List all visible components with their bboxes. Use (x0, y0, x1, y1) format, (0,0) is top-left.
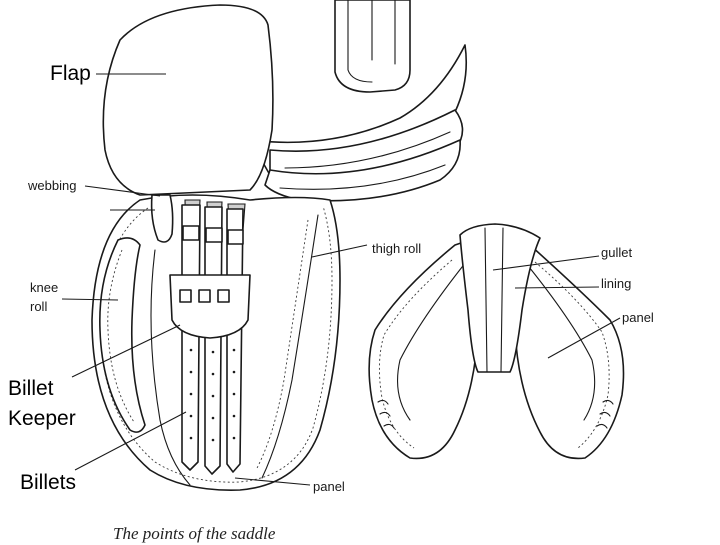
label-knee-roll-line2: roll (30, 299, 48, 314)
saddle-flap (102, 4, 274, 196)
label-flap: Flap (50, 62, 91, 85)
stirrup-leather (334, 0, 411, 93)
label-billet-keeper-line2: Keeper (8, 407, 76, 430)
billet-keeper (169, 274, 251, 339)
label-billet-keeper: Billet Keeper (8, 376, 76, 432)
label-billet-keeper-line1: Billet (8, 377, 54, 400)
saddle-underside-view (368, 223, 625, 460)
label-thigh-roll: thigh roll (372, 241, 422, 256)
label-gullet: gullet (601, 245, 633, 260)
label-panel-side: panel (313, 479, 345, 494)
label-knee-roll-line1: knee (30, 280, 59, 295)
leader-lines (61, 73, 621, 486)
saddle-side-view (91, 0, 468, 491)
label-lining: lining (601, 276, 632, 291)
label-panel-underside: panel (622, 310, 654, 325)
label-knee-roll: knee roll (30, 280, 58, 314)
label-billets: Billets (20, 471, 77, 494)
figure-caption: The points of the saddle (113, 524, 276, 543)
billets (181, 204, 244, 475)
label-webbing: webbing (28, 178, 77, 193)
